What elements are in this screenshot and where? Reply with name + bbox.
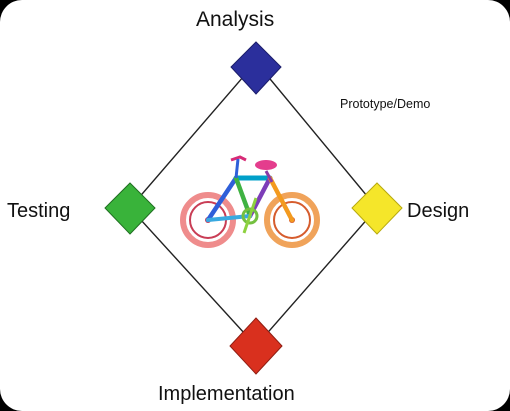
analysis-marker (230, 41, 282, 95)
implementation-marker (229, 317, 283, 375)
prototype-demo-label: Prototype/Demo (340, 97, 431, 111)
design-label: Design (407, 200, 470, 222)
testing-marker (104, 182, 156, 235)
analysis-label: Analysis (196, 8, 275, 31)
design-marker (351, 182, 403, 235)
bicycle-icon (180, 155, 320, 248)
testing-label: Testing (7, 200, 71, 222)
implementation-label: Implementation (158, 383, 295, 405)
